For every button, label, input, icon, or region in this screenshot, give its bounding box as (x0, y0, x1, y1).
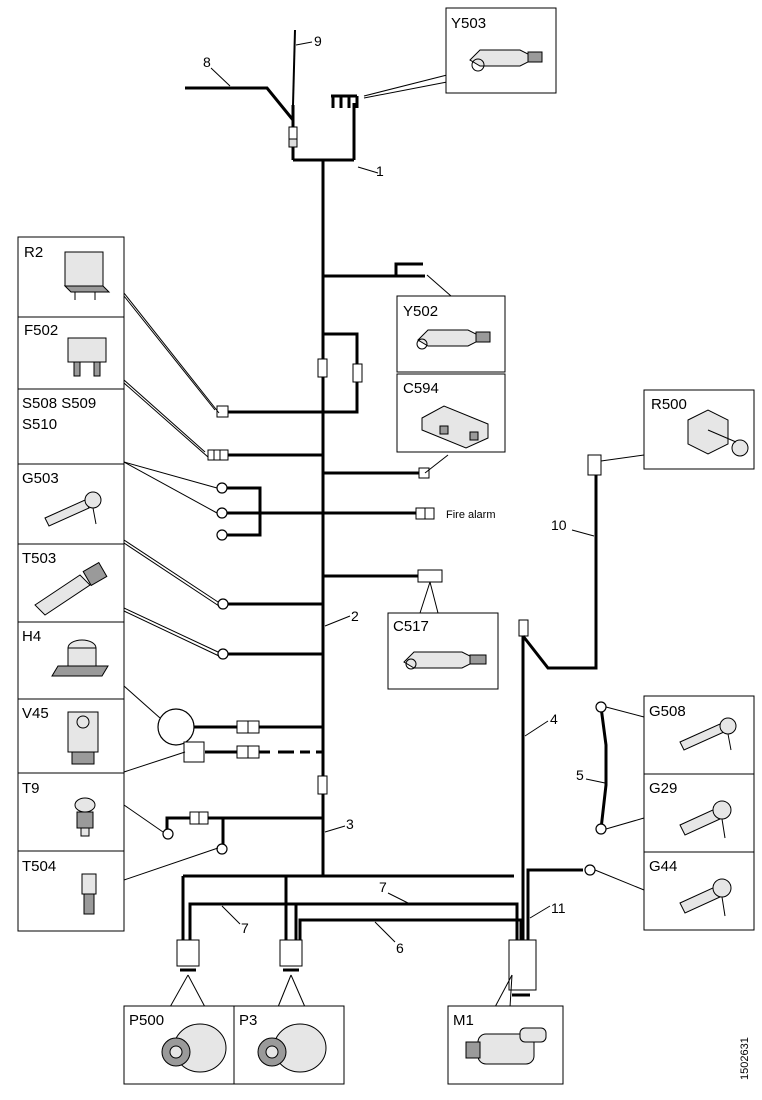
component-t503: T503 (17, 543, 125, 623)
component-y502: Y502 (396, 295, 506, 373)
component-g29: G29 (643, 773, 755, 853)
starter-motor-icon (465, 1027, 547, 1065)
valve-connector-icon (416, 329, 491, 350)
connector-icon (403, 651, 487, 670)
temperature-sensor-icon (34, 561, 108, 616)
component-label-y502: Y502 (403, 303, 438, 320)
wire-number-11: 11 (551, 900, 566, 916)
component-label-r500: R500 (651, 396, 687, 413)
pressure-sensor-icon (74, 797, 96, 837)
wire-number-7b: 7 (379, 879, 387, 895)
sensor-icon (679, 878, 732, 917)
sensor-icon (679, 717, 737, 751)
component-label-t503: T503 (22, 550, 56, 567)
wire-number-9: 9 (314, 33, 322, 49)
alternator-icon (257, 1023, 327, 1073)
component-label-c517: C517 (393, 618, 429, 635)
valve-icon (67, 711, 99, 765)
component-h4: H4 (17, 621, 125, 700)
wire-number-7a: 7 (241, 920, 249, 936)
alternator-icon (161, 1023, 227, 1073)
component-s508-s509-s510: S508 S509 S510 (17, 388, 125, 465)
connector-icon (421, 405, 489, 449)
wire-number-4: 4 (550, 711, 558, 727)
component-label-f502: F502 (24, 322, 58, 339)
component-g44: G44 (643, 851, 755, 931)
wire-number-8: 8 (203, 54, 211, 70)
component-y503: Y503 (445, 7, 557, 94)
horn-icon (51, 639, 109, 677)
component-label-p500: P500 (129, 1012, 164, 1029)
main-harness (165, 29, 608, 997)
component-t504: T504 (17, 850, 125, 932)
terminals (157, 405, 607, 876)
sensor-icon (679, 800, 732, 839)
fuse-icon (67, 337, 107, 377)
component-p3: P3 (233, 1005, 345, 1085)
component-label-m1: M1 (453, 1012, 474, 1029)
wire-number-2: 2 (351, 608, 359, 624)
component-m1: M1 (447, 1005, 564, 1085)
fire-alarm-label: Fire alarm (446, 509, 496, 521)
relay-icon (63, 251, 111, 300)
temperature-sensor-icon (81, 873, 97, 915)
component-f502: F502 (17, 316, 125, 390)
valve-connector-icon (469, 49, 543, 72)
component-g508: G508 (643, 695, 755, 775)
component-label-s508: S508 S509 (22, 395, 96, 412)
component-label-p3: P3 (239, 1012, 257, 1029)
sensor-icon (44, 491, 102, 527)
wire-number-1: 1 (376, 163, 384, 179)
component-label-g29: G29 (649, 780, 677, 797)
heater-icon (687, 409, 749, 457)
component-g503: G503 (17, 463, 125, 545)
component-label-g508: G508 (649, 703, 686, 720)
component-r2: R2 (17, 236, 125, 318)
wire-number-6: 6 (396, 940, 404, 956)
component-p500: P500 (123, 1005, 235, 1085)
component-v45: V45 (17, 698, 125, 774)
component-label-c594: C594 (403, 380, 439, 397)
drawing-id: 1502631 (739, 1037, 751, 1080)
component-label-v45: V45 (22, 705, 49, 722)
component-label-s510: S510 (22, 416, 57, 433)
component-label-g503: G503 (22, 470, 59, 487)
component-t9: T9 (17, 772, 125, 852)
leader-lines (123, 74, 645, 1008)
component-label-t504: T504 (22, 858, 56, 875)
wire-number-3: 3 (346, 816, 354, 832)
component-label-g44: G44 (649, 858, 677, 875)
wire-number-10: 10 (551, 517, 567, 533)
component-label-t9: T9 (22, 780, 40, 797)
component-c517: C517 (387, 612, 499, 690)
wire-number-5: 5 (576, 767, 584, 783)
component-c594: C594 (396, 373, 506, 453)
component-label-y503: Y503 (451, 15, 486, 32)
component-label-r2: R2 (24, 244, 43, 261)
component-label-h4: H4 (22, 628, 41, 645)
wire-number-labels: 1 2 3 4 5 6 7 7 8 9 10 11 Fire alarm (203, 33, 606, 956)
component-r500: R500 (643, 389, 755, 470)
